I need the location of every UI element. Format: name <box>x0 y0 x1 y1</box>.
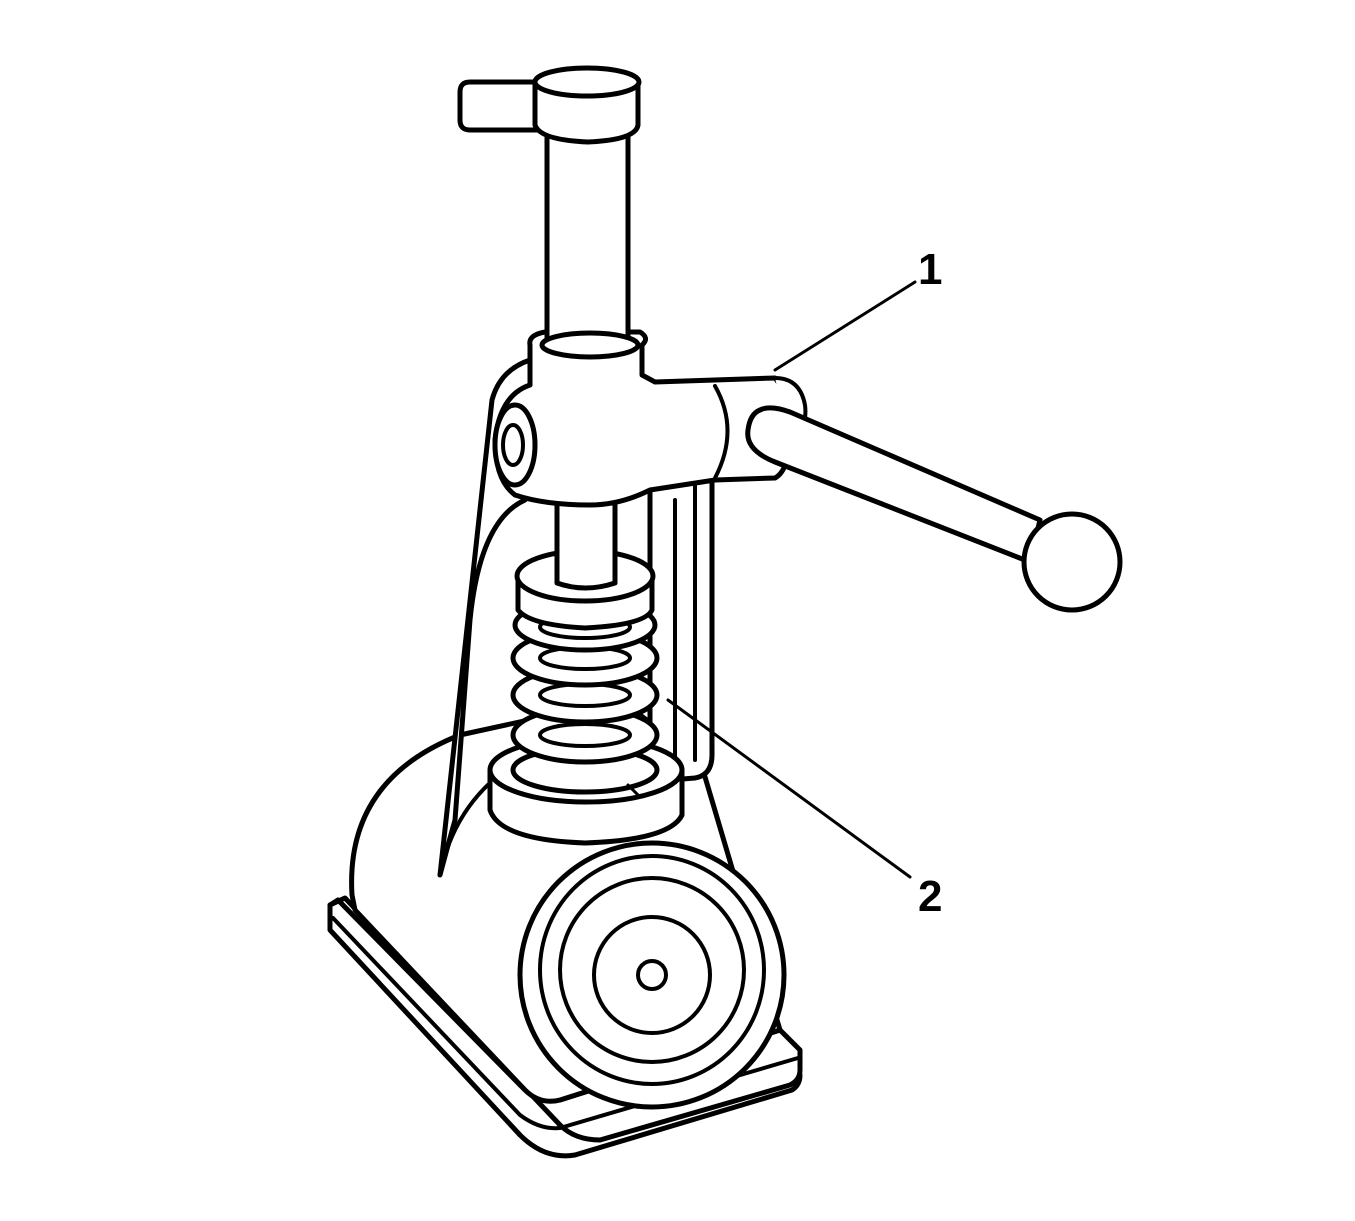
spindle-shaft-lower <box>554 487 618 591</box>
valve-spring <box>510 597 660 799</box>
t-handle-top <box>457 65 642 145</box>
lever-handle <box>745 405 1123 613</box>
spindle-shaft-upper <box>539 127 641 360</box>
callout-2-leader <box>666 698 912 879</box>
roller-wheel <box>517 840 787 1110</box>
leader-lines <box>666 280 917 879</box>
callout-2-label: 2 <box>918 872 943 921</box>
head-block <box>492 329 808 508</box>
callout-1-label: 1 <box>918 245 943 294</box>
callout-1-leader <box>773 280 917 372</box>
